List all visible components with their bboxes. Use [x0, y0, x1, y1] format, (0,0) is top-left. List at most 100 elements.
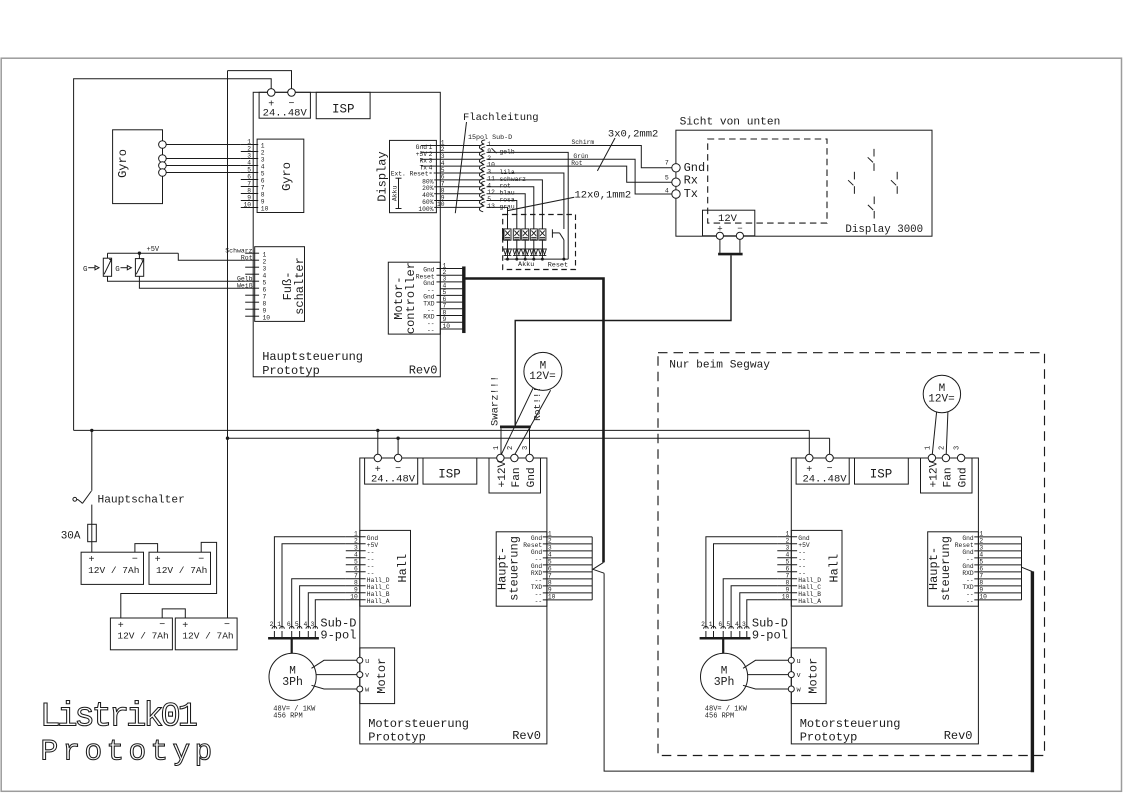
- svg-text:2: 2: [263, 258, 267, 265]
- svg-text:2: 2: [441, 146, 445, 153]
- svg-text:8: 8: [263, 300, 267, 307]
- svg-text:rosa: rosa: [500, 196, 515, 203]
- svg-text:6: 6: [354, 566, 358, 573]
- svg-text:Rev0: Rev0: [409, 364, 438, 378]
- svg-text:Gnd: Gnd: [958, 467, 970, 487]
- svg-text:456 RPM: 456 RPM: [705, 713, 734, 721]
- svg-text:Motor-: Motor-: [392, 276, 406, 319]
- svg-text:2: 2: [487, 155, 491, 162]
- svg-text:8: 8: [443, 309, 447, 316]
- svg-text:Hall_B: Hall_B: [798, 591, 821, 598]
- svg-text:5: 5: [295, 621, 299, 628]
- svg-text:Rev0: Rev0: [944, 729, 973, 743]
- svg-text:Reset: Reset: [955, 542, 974, 549]
- svg-text:Motorsteuerung: Motorsteuerung: [368, 717, 469, 731]
- svg-text:6: 6: [718, 621, 722, 628]
- svg-text:10: 10: [782, 594, 790, 601]
- svg-text:10: 10: [263, 314, 271, 321]
- svg-text:u: u: [797, 658, 801, 666]
- svg-text:10: 10: [548, 594, 556, 601]
- svg-text:24..48V: 24..48V: [802, 473, 847, 485]
- svg-text:12V / 7Ah: 12V / 7Ah: [88, 565, 139, 576]
- svg-text:Gnd: Gnd: [962, 535, 974, 542]
- svg-text:--: --: [367, 556, 375, 563]
- svg-text:Rot: Rot: [571, 160, 583, 167]
- svg-text:G: G: [83, 266, 88, 274]
- svg-text:Gyro: Gyro: [280, 162, 294, 191]
- svg-text:TXD: TXD: [531, 584, 543, 591]
- svg-text:Ext. Reset: Ext. Reset: [391, 171, 429, 178]
- svg-text:1: 1: [979, 531, 983, 538]
- svg-text:RXD: RXD: [423, 314, 435, 321]
- svg-text:Akku: Akku: [391, 185, 398, 201]
- svg-text:3: 3: [786, 545, 790, 552]
- svg-text:Rot: Rot: [241, 254, 253, 261]
- svg-text:5: 5: [786, 559, 790, 566]
- svg-text:M: M: [721, 666, 728, 678]
- svg-text:Gnd: Gnd: [416, 144, 428, 151]
- svg-text:--: --: [798, 549, 806, 556]
- svg-text:Rot!!!: Rot!!!: [532, 387, 543, 421]
- svg-text:+5V: +5V: [147, 246, 160, 254]
- svg-text:10: 10: [261, 206, 269, 213]
- svg-text:4: 4: [665, 187, 669, 194]
- svg-text:1: 1: [441, 139, 445, 146]
- svg-text:5: 5: [726, 621, 730, 628]
- svg-text:schwarz: schwarz: [500, 176, 527, 183]
- svg-text:Hall_B: Hall_B: [367, 591, 390, 598]
- svg-text:3: 3: [954, 446, 962, 450]
- svg-text:7: 7: [443, 303, 447, 310]
- svg-text:4: 4: [441, 160, 445, 167]
- svg-text:12V=: 12V=: [928, 394, 954, 406]
- svg-text:2: 2: [270, 621, 274, 628]
- svg-text:1: 1: [709, 621, 713, 628]
- svg-text:ISP: ISP: [438, 468, 461, 482]
- svg-text:8: 8: [354, 580, 358, 587]
- svg-text:steuerung: steuerung: [939, 536, 953, 601]
- svg-text:3: 3: [742, 621, 746, 628]
- svg-text:--: --: [966, 577, 974, 584]
- svg-text:3Ph: 3Ph: [282, 676, 303, 689]
- svg-text:7: 7: [247, 180, 251, 187]
- svg-text:5: 5: [263, 279, 267, 286]
- svg-text:1: 1: [247, 138, 251, 145]
- svg-text:+: +: [806, 465, 812, 476]
- svg-text:Flachleitung: Flachleitung: [463, 112, 539, 124]
- svg-text:TXD: TXD: [962, 584, 974, 591]
- svg-text:10: 10: [437, 201, 445, 208]
- svg-text:--: --: [427, 321, 435, 328]
- svg-text:--: --: [798, 563, 806, 570]
- svg-text:2: 2: [786, 538, 790, 545]
- svg-text:9: 9: [548, 587, 552, 594]
- svg-text:5: 5: [354, 559, 358, 566]
- svg-text:1: 1: [443, 262, 447, 269]
- svg-text:20%: 20%: [422, 185, 434, 192]
- svg-text:--: --: [966, 591, 974, 598]
- svg-text:Tx: Tx: [684, 187, 698, 201]
- svg-text:15pol Sub-D: 15pol Sub-D: [468, 134, 512, 142]
- svg-text:Gnd: Gnd: [531, 549, 543, 556]
- svg-text:Motor: Motor: [807, 658, 821, 694]
- svg-text:8: 8: [979, 580, 983, 587]
- svg-text:Display: Display: [376, 151, 390, 201]
- svg-text:schalter: schalter: [293, 257, 307, 315]
- svg-text:Hall_A: Hall_A: [798, 598, 821, 605]
- svg-text:4: 4: [735, 621, 739, 628]
- svg-text:Hall_A: Hall_A: [367, 598, 390, 605]
- svg-text:Fan: Fan: [511, 467, 523, 487]
- svg-text:5: 5: [548, 559, 552, 566]
- svg-text:9-pol: 9-pol: [752, 629, 788, 643]
- svg-text:1: 1: [354, 531, 358, 538]
- svg-text:3: 3: [548, 545, 552, 552]
- svg-text:Sub-D: Sub-D: [752, 616, 788, 630]
- svg-text:40%: 40%: [422, 192, 434, 199]
- svg-text:−: −: [288, 99, 294, 110]
- svg-text:+: +: [268, 100, 274, 111]
- svg-text:1: 1: [786, 531, 790, 538]
- svg-text:RXD: RXD: [531, 570, 543, 577]
- svg-text:Rev0: Rev0: [512, 729, 541, 743]
- svg-text:+5V: +5V: [367, 542, 379, 549]
- svg-text:Hall_C: Hall_C: [798, 584, 821, 591]
- svg-text:Gnd: Gnd: [423, 280, 435, 287]
- svg-text:100%: 100%: [418, 206, 433, 213]
